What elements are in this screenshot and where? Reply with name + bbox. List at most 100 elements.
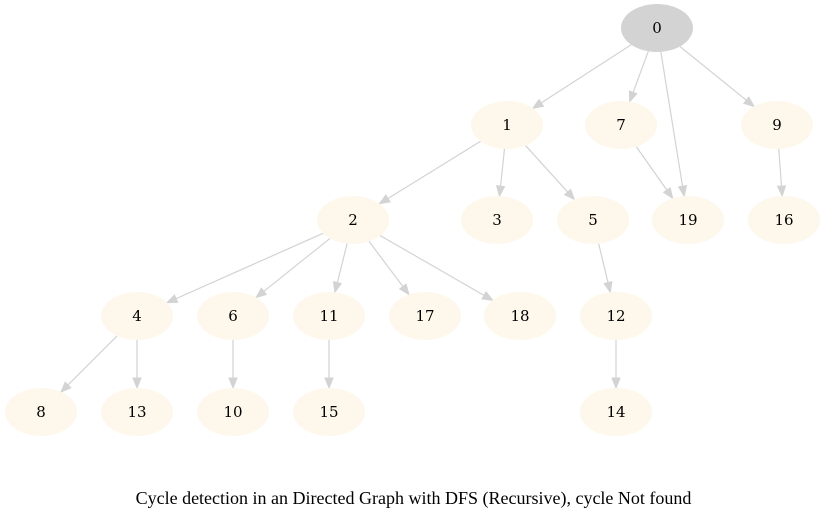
node-label: 16: [774, 211, 793, 229]
edge-line: [499, 148, 506, 187]
edge-line: [778, 148, 783, 187]
arrowhead: [60, 381, 72, 393]
node-ellipse: [5, 388, 77, 436]
node-19: 19: [652, 196, 724, 244]
node-ellipse: [197, 388, 269, 436]
edge-2-to-11: [332, 243, 348, 294]
edge-line: [175, 232, 324, 300]
node-9: 9: [741, 101, 813, 149]
edge-line: [660, 51, 684, 187]
edge-4-to-13: [132, 340, 142, 390]
node-10: 10: [197, 388, 269, 436]
arrowhead: [332, 280, 343, 294]
arrowhead: [603, 280, 613, 294]
node-label: 12: [606, 307, 625, 325]
edge-line: [525, 145, 569, 193]
arrowhead: [481, 290, 494, 301]
node-label: 19: [678, 211, 697, 229]
node-label: 7: [616, 116, 626, 134]
edge-0-to-1: [531, 44, 632, 110]
node-label: 13: [127, 403, 146, 421]
arrowhead: [165, 294, 179, 304]
node-label: 0: [652, 19, 662, 37]
edge-line: [635, 146, 668, 191]
edge-2-to-4: [165, 232, 324, 304]
arrowhead: [563, 188, 576, 201]
arrowhead: [628, 90, 638, 103]
edge-line: [368, 241, 404, 287]
arrowhead: [531, 98, 545, 110]
node-ellipse: [101, 388, 173, 436]
node-3: 3: [461, 196, 533, 244]
node-label: 4: [132, 307, 142, 325]
node-ellipse: [748, 196, 820, 244]
root-node-ellipse: [621, 4, 693, 52]
edge-line: [263, 237, 331, 292]
node-17: 17: [389, 292, 461, 340]
arrowhead: [495, 185, 506, 198]
node-ellipse: [557, 196, 629, 244]
node-12: 12: [580, 292, 652, 340]
node-label: 18: [510, 307, 529, 325]
node-label: 11: [319, 307, 338, 325]
node-ellipse: [293, 388, 365, 436]
edge-0-to-19: [660, 51, 688, 198]
node-label: 3: [492, 211, 502, 229]
arrowhead: [742, 96, 756, 108]
node-11: 11: [293, 292, 365, 340]
node-1: 1: [471, 101, 543, 149]
edge-12-to-14: [611, 340, 621, 390]
edge-line: [336, 243, 348, 283]
node-label: 10: [223, 403, 242, 421]
arrowhead: [677, 185, 688, 198]
node-label: 14: [606, 403, 625, 421]
edge-2-to-18: [379, 235, 494, 301]
edges-layer: [60, 44, 787, 393]
edge-0-to-7: [628, 51, 649, 103]
node-label: 1: [502, 116, 512, 134]
edge-5-to-12: [598, 243, 613, 294]
edge-line: [679, 46, 747, 101]
node-label: 6: [228, 307, 238, 325]
node-4: 4: [101, 292, 173, 340]
arrowhead: [776, 185, 787, 198]
node-15: 15: [293, 388, 365, 436]
node-label: 2: [348, 211, 358, 229]
edge-2-to-6: [254, 237, 331, 299]
edge-line: [598, 243, 609, 283]
edge-line: [387, 140, 481, 199]
edge-2-to-17: [368, 241, 410, 296]
edge-line: [379, 235, 485, 296]
arrowhead: [611, 377, 621, 390]
node-14: 14: [580, 388, 652, 436]
arrowhead: [398, 283, 410, 296]
edge-4-to-8: [60, 335, 118, 393]
edge-7-to-19: [635, 146, 674, 200]
edge-line: [632, 51, 649, 93]
node-0: 0: [621, 4, 693, 52]
edge-line: [540, 44, 632, 104]
node-ellipse: [741, 101, 813, 149]
node-7: 7: [585, 101, 657, 149]
edge-1-to-3: [495, 148, 506, 198]
graph-caption: Cycle detection in an Directed Graph wit…: [135, 488, 692, 508]
node-ellipse: [197, 292, 269, 340]
edge-6-to-10: [228, 340, 238, 390]
node-label: 8: [36, 403, 46, 421]
node-ellipse: [580, 388, 652, 436]
node-ellipse: [484, 292, 556, 340]
arrowhead: [378, 194, 391, 205]
node-ellipse: [101, 292, 173, 340]
arrowhead: [254, 287, 268, 299]
node-ellipse: [471, 101, 543, 149]
node-2: 2: [317, 196, 389, 244]
edge-0-to-9: [679, 46, 756, 108]
node-ellipse: [652, 196, 724, 244]
node-ellipse: [317, 196, 389, 244]
arrowhead: [228, 377, 238, 390]
node-ellipse: [389, 292, 461, 340]
node-16: 16: [748, 196, 820, 244]
node-label: 15: [319, 403, 338, 421]
